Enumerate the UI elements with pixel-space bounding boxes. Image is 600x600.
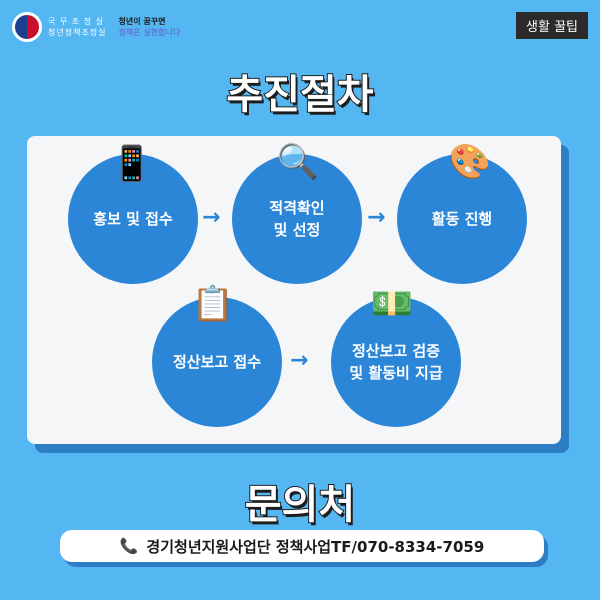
step-3: 활동 진행 [397,154,527,284]
page-title: 추진절차 [225,71,374,119]
category-tag: 생활 꿀팁 [516,12,588,39]
step-1: 홍보 및 접수 [68,154,198,284]
step-5: 정산보고 검증 및 활동비 지급 [331,297,461,427]
arrow-right-icon: → [367,205,386,230]
magnifier-icon: 🔍 [276,142,320,182]
step-4: 정산보고 접수 [152,297,282,427]
arrow-right-icon: → [202,205,221,230]
contact-bar: 📞 경기청년지원사업단 정책사업TF/070-8334-7059 [60,530,544,562]
contact-text: 경기청년지원사업단 정책사업TF/070-8334-7059 [146,537,485,556]
activity-icon: 🎨 [448,142,492,182]
slogan-line2: 정책은 실현합니다 [118,28,181,37]
clipboard-check-icon: 📋 [191,284,235,324]
slogan-line1: 청년이 꿈꾸면 [118,17,166,26]
smartphone-icon: 📱 [110,144,154,184]
org-line2: 청년정책조정실 [48,28,107,37]
money-hand-icon: 💵 [370,284,414,324]
arrow-right-icon: → [290,348,309,373]
contact-title: 문의처 [244,481,356,529]
phone-icon: 📞 [119,537,139,555]
step-2: 적격확인 및 선정 [232,154,362,284]
government-emblem-icon [12,12,42,42]
org-line1: 국 무 조 정 실 [48,17,104,26]
